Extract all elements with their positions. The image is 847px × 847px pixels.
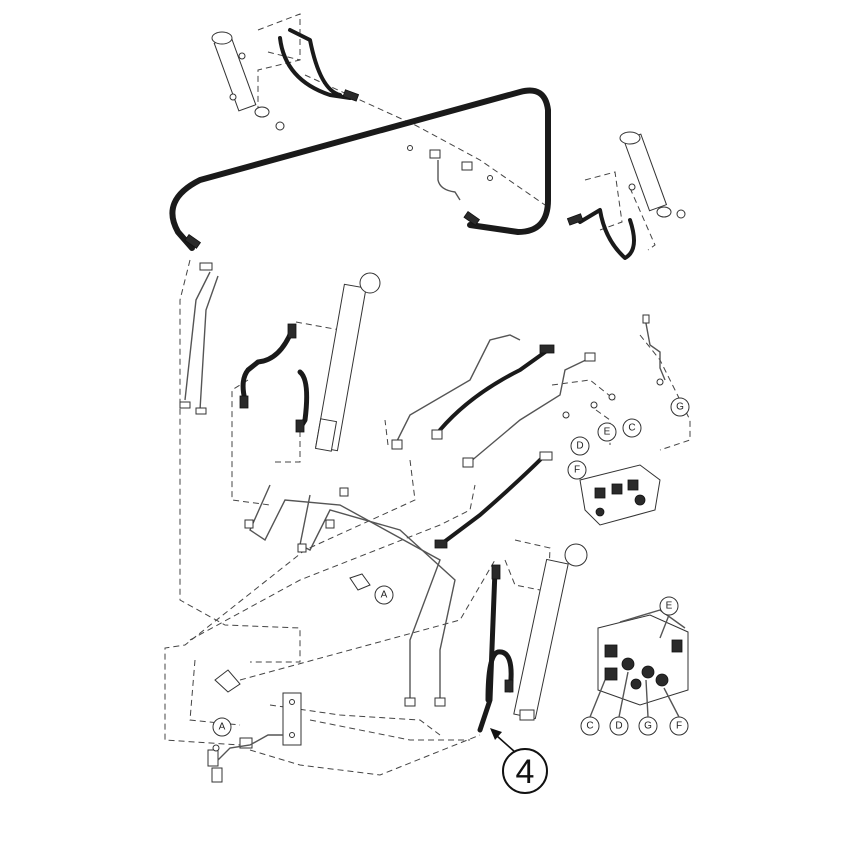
control-valve-detail (597, 609, 689, 706)
reference-circle (502, 748, 548, 794)
dashed-routing-lines (164, 13, 691, 776)
callout-c-valve: C (580, 716, 600, 736)
cylinder-lower-right (477, 543, 588, 733)
callout-d-valve: D (609, 716, 629, 736)
callout-e-valve: E (659, 596, 679, 616)
callout-e-valve-label: E (666, 601, 673, 612)
callout-d-upper: D (570, 436, 590, 456)
control-valve-upper (579, 464, 661, 526)
callout-f-valve-label: F (676, 721, 682, 732)
valve-steel-lines (391, 314, 666, 549)
loop-fittings (184, 89, 584, 249)
callout-c-upper: C (622, 418, 642, 438)
cylinder-top-right (619, 131, 686, 219)
callout-f-upper-label: F (574, 465, 580, 476)
callout-f-upper: F (567, 460, 587, 480)
valve-leader-lines (589, 614, 680, 718)
left-steel-tubes (179, 262, 219, 415)
callout-c-valve-label: C (586, 721, 593, 732)
callout-g-upper: G (670, 397, 690, 417)
boom-loop-hose (169, 28, 636, 260)
callout-a-upper: A (374, 585, 394, 605)
callout-a-lower-label: A (219, 722, 226, 733)
callout-a-lower: A (212, 717, 232, 737)
callout-g-valve-label: G (644, 721, 652, 732)
reference-marker: 4 (490, 728, 548, 794)
callout-d-upper-label: D (576, 441, 583, 452)
cylinder-top-left (211, 31, 285, 131)
cylinder-middle (239, 272, 381, 452)
reference-arrow-head (490, 728, 502, 740)
lower-left-bracket (207, 573, 371, 783)
callout-c-upper-label: C (628, 423, 635, 434)
callout-f-valve: F (669, 716, 689, 736)
callout-g-valve: G (638, 716, 658, 736)
callout-e-upper: E (597, 422, 617, 442)
reference-number-label: 4 (516, 753, 535, 791)
callout-d-valve-label: D (615, 721, 622, 732)
callout-e-upper-label: E (604, 427, 611, 438)
callout-g-upper-label: G (676, 402, 684, 413)
callout-a-upper-label: A (381, 590, 388, 601)
lower-steel-tubes (244, 484, 456, 707)
reference-leader-line (496, 735, 516, 753)
